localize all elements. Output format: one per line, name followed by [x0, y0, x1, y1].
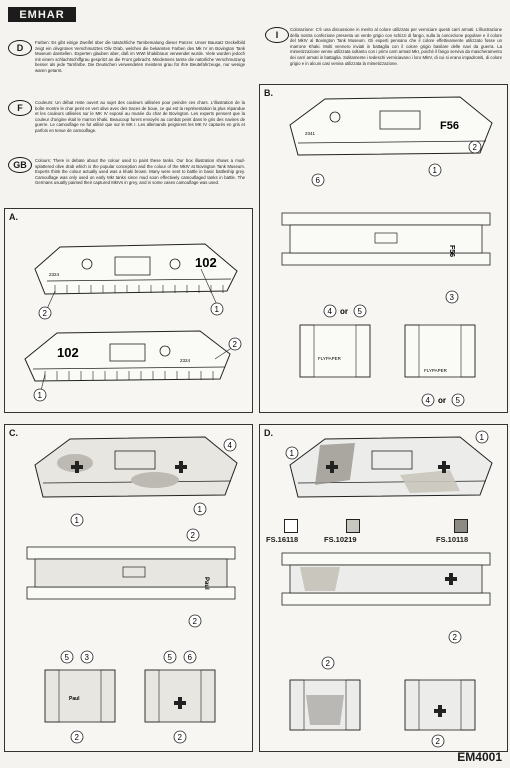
- callout-c-2b: 2: [193, 617, 198, 626]
- swatch-label-fs16118: FS.16118: [266, 535, 299, 544]
- lang-badge-gb: GB: [8, 157, 32, 173]
- callout-c-4: 4: [228, 441, 233, 450]
- callout-c-6: 6: [188, 653, 193, 662]
- paragraph-german: Farben: Es gibt einige Zweifel über die …: [35, 40, 245, 73]
- tank-d-side-view: [289, 436, 493, 498]
- callout-a-1: 1: [215, 305, 220, 314]
- callout-b-5: 5: [358, 307, 363, 316]
- panel-a-label: A.: [9, 212, 18, 222]
- tank-b-serial: 2341: [305, 131, 316, 136]
- callout-d-2: 2: [453, 633, 458, 642]
- tank-c-top-view: Paul: [26, 546, 236, 600]
- iron-cross-icon: [445, 573, 457, 585]
- panel-a: A. 102 2324: [4, 208, 253, 413]
- callout-c-5b: 5: [168, 653, 173, 662]
- paragraph-italian: Colorazione: C'è una discussione in meri…: [290, 27, 502, 66]
- callout-c-1: 1: [75, 516, 80, 525]
- callout-c-2: 2: [191, 531, 196, 540]
- callout-c-2c: 2: [75, 733, 80, 742]
- tank-b-top-view: F56: [281, 212, 491, 266]
- tank-side-view-right: 102 2324: [34, 243, 238, 295]
- callout-d-1b: 1: [290, 449, 295, 458]
- lang-badge-f: F: [8, 100, 32, 116]
- product-code: EM4001: [457, 750, 502, 764]
- panel-d-drawing: 1 1 2 2 2: [281, 430, 493, 748]
- tank-a-number: 102: [195, 255, 217, 270]
- panel-d-label: D.: [264, 428, 273, 438]
- tank-d-top-view: [281, 552, 491, 606]
- panel-c: C. Paul: [4, 424, 253, 752]
- tank-b-front-view: FLYPAPER: [404, 324, 476, 378]
- panel-d: D.: [259, 424, 508, 752]
- callout-b-6: 6: [316, 176, 321, 185]
- or-text-top: or: [340, 307, 348, 316]
- tank-c-side-view: [34, 436, 238, 498]
- iron-cross-icon: [438, 461, 450, 473]
- tank-c-rear-view: Paul: [44, 669, 116, 723]
- iron-cross-icon: [71, 461, 83, 473]
- tank-b-rear-view: FLYPAPER: [299, 324, 371, 378]
- flypaper-label-rear: FLYPAPER: [318, 356, 342, 361]
- swatch-fs10118: [454, 519, 468, 533]
- callout-b-5b: 5: [456, 396, 461, 405]
- callout-c-1b: 1: [198, 505, 203, 514]
- callout-b-4b: 4: [426, 396, 431, 405]
- callout-b-2: 2: [473, 143, 478, 152]
- lang-badge-d: D: [8, 40, 32, 56]
- brand-logo: EMHAR: [8, 7, 76, 22]
- callout-c-2d: 2: [178, 733, 183, 742]
- iron-cross-icon: [174, 697, 186, 709]
- panel-c-drawing: Paul Paul 4 1 1 2: [26, 436, 238, 744]
- lang-badge-i: I: [265, 27, 289, 43]
- paul-label-rear: Paul: [69, 696, 80, 702]
- tank-a-serial: 2324: [49, 272, 60, 277]
- panel-b-label: B.: [264, 88, 273, 98]
- callout-a-2b: 2: [233, 340, 238, 349]
- tank-b-number: F56: [440, 120, 459, 132]
- swatch-fs10219: [346, 519, 360, 533]
- callout-d-1: 1: [480, 433, 485, 442]
- iron-cross-icon: [175, 461, 187, 473]
- tank-a2-serial: 2324: [180, 358, 191, 363]
- callout-d-2b: 2: [326, 659, 331, 668]
- tank-side-view-left: 102 2324: [24, 330, 231, 382]
- tank-c-top-paul: Paul: [203, 577, 209, 590]
- callout-d-2c: 2: [436, 737, 441, 746]
- paragraph-french: Couleurs: Un débat reste ouvert au sujet…: [35, 100, 245, 133]
- callout-a-2: 2: [43, 309, 48, 318]
- panel-c-label: C.: [9, 428, 18, 438]
- tank-d-rear-view: [289, 679, 361, 731]
- panel-b: B. F56 2341 F56 FLYPAPER: [259, 84, 508, 413]
- or-text-bottom: or: [438, 396, 446, 405]
- swatch-fs16118: [284, 519, 298, 533]
- swatch-label-fs10118: FS.10118: [436, 535, 469, 544]
- panel-a-drawing: 102 2324 102 2324 1: [24, 243, 242, 402]
- paragraph-english: Colours: There is debate about the colou…: [35, 158, 245, 186]
- tank-c-front-view: [144, 669, 216, 723]
- iron-cross-icon: [326, 461, 338, 473]
- tank-b-top-number: F56: [448, 245, 455, 257]
- tank-d-front-view: [404, 679, 476, 731]
- swatch-label-fs10219: FS.10219: [324, 535, 357, 544]
- tank-b-side-view: F56 2341: [289, 96, 493, 156]
- callout-b-3: 3: [450, 293, 455, 302]
- panel-b-drawing: F56 2341 F56 FLYPAPER FLYPAPER: [281, 96, 493, 407]
- tank-a2-number: 102: [57, 345, 79, 360]
- iron-cross-icon: [434, 705, 446, 717]
- callout-b-1: 1: [433, 166, 438, 175]
- callout-c-3: 3: [85, 653, 90, 662]
- callout-b-4: 4: [328, 307, 333, 316]
- flypaper-label-front: FLYPAPER: [424, 368, 448, 373]
- callout-a-1b: 1: [38, 391, 43, 400]
- callout-c-5: 5: [65, 653, 70, 662]
